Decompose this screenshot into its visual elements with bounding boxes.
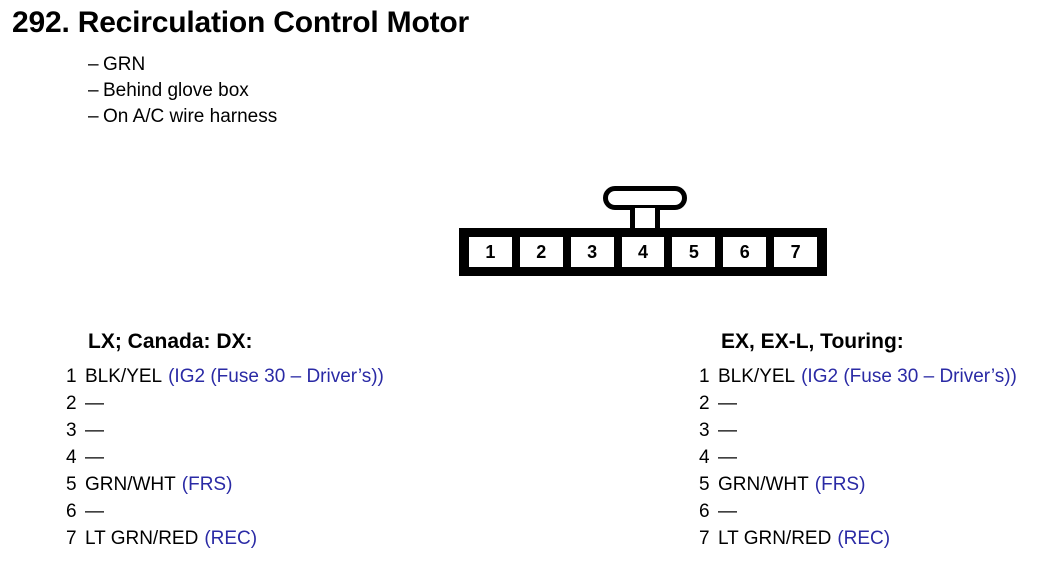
pin-row: 5 GRN/WHT (FRS) — [66, 471, 384, 498]
note-item: – GRN — [88, 52, 277, 78]
pin-wire: LT GRN/RED — [85, 528, 199, 549]
pin-signal: (REC) — [204, 528, 258, 549]
pin-row: 2 — — [699, 390, 1017, 417]
pin-row: 3 — — [66, 417, 384, 444]
pin-number: 5 — [699, 474, 710, 495]
pin-wire: — — [85, 420, 104, 441]
pin-number: 5 — [66, 474, 77, 495]
pin-number: 3 — [699, 420, 710, 441]
dash-icon: – — [88, 106, 99, 127]
note-item: – On A/C wire harness — [88, 104, 277, 130]
pin-number: 7 — [699, 528, 710, 549]
pin-number: 2 — [699, 393, 710, 414]
pin-list: 1 BLK/YEL (IG2 (Fuse 30 – Driver’s)) 2 —… — [66, 363, 384, 552]
pin-number: 7 — [66, 528, 77, 549]
pin-row: 4 — — [66, 444, 384, 471]
pin-wire: — — [718, 393, 737, 414]
pin-number: 4 — [699, 447, 710, 468]
pin-signal: (FRS) — [181, 474, 233, 495]
pin-row: 2 — — [66, 390, 384, 417]
pin-number: 1 — [699, 366, 710, 387]
pin-wire: — — [718, 447, 737, 468]
note-text: GRN — [103, 54, 146, 75]
pin-row: 7 LT GRN/RED (REC) — [699, 525, 1017, 552]
connector-pin-5: 5 — [670, 235, 718, 269]
pin-wire: GRN/WHT — [85, 474, 176, 495]
connector-pin-6: 6 — [721, 235, 769, 269]
pin-wire: BLK/YEL — [85, 366, 163, 387]
column-heading: LX; Canada: DX: — [88, 330, 253, 353]
pin-row: 6 — — [66, 498, 384, 525]
note-text: On A/C wire harness — [103, 106, 278, 127]
connector-pin-2: 2 — [517, 235, 565, 269]
pin-wire: BLK/YEL — [718, 366, 796, 387]
pin-number: 6 — [699, 501, 710, 522]
connector-pin-7: 7 — [772, 235, 820, 269]
pin-wire: — — [85, 447, 104, 468]
connector-pin-3: 3 — [568, 235, 616, 269]
pinout-column-lx-canada-dx: LX; Canada: DX: 1 BLK/YEL (IG2 (Fuse 30 … — [66, 330, 384, 552]
pin-wire: GRN/WHT — [718, 474, 809, 495]
connector-body: 1 2 3 4 5 6 7 — [459, 228, 827, 276]
pin-wire: — — [85, 393, 104, 414]
pin-number: 4 — [66, 447, 77, 468]
pin-list: 1 BLK/YEL (IG2 (Fuse 30 – Driver’s)) 2 —… — [699, 363, 1017, 552]
pin-number: 6 — [66, 501, 77, 522]
page-title: 292. Recirculation Control Motor — [12, 6, 469, 39]
pin-signal: (IG2 (Fuse 30 – Driver’s)) — [168, 366, 384, 387]
connector-diagram: 1 2 3 4 5 6 7 — [459, 186, 827, 276]
pin-row: 7 LT GRN/RED (REC) — [66, 525, 384, 552]
connector-tab-neck-icon — [630, 208, 660, 230]
dash-icon: – — [88, 54, 99, 75]
connector-pin-1: 1 — [467, 235, 514, 269]
pin-row: 1 BLK/YEL (IG2 (Fuse 30 – Driver’s)) — [66, 363, 384, 390]
pin-wire: — — [718, 501, 737, 522]
pin-wire: — — [718, 420, 737, 441]
pin-row: 3 — — [699, 417, 1017, 444]
pinout-column-ex-exl-touring: EX, EX-L, Touring: 1 BLK/YEL (IG2 (Fuse … — [699, 330, 1017, 552]
pin-signal: (FRS) — [814, 474, 866, 495]
pin-row: 1 BLK/YEL (IG2 (Fuse 30 – Driver’s)) — [699, 363, 1017, 390]
connector-locking-tab-icon — [603, 186, 687, 210]
pin-number: 3 — [66, 420, 77, 441]
connector-pin-4: 4 — [619, 235, 667, 269]
dash-icon: – — [88, 80, 99, 101]
column-heading: EX, EX-L, Touring: — [721, 330, 904, 353]
pin-wire: LT GRN/RED — [718, 528, 832, 549]
pin-signal: (IG2 (Fuse 30 – Driver’s)) — [801, 366, 1017, 387]
pin-number: 1 — [66, 366, 77, 387]
notes-list: – GRN – Behind glove box – On A/C wire h… — [88, 52, 277, 130]
pin-number: 2 — [66, 393, 77, 414]
pin-signal: (REC) — [837, 528, 891, 549]
pin-wire: — — [85, 501, 104, 522]
pin-row: 5 GRN/WHT (FRS) — [699, 471, 1017, 498]
pin-row: 4 — — [699, 444, 1017, 471]
note-text: Behind glove box — [103, 80, 249, 101]
note-item: – Behind glove box — [88, 78, 277, 104]
pin-row: 6 — — [699, 498, 1017, 525]
